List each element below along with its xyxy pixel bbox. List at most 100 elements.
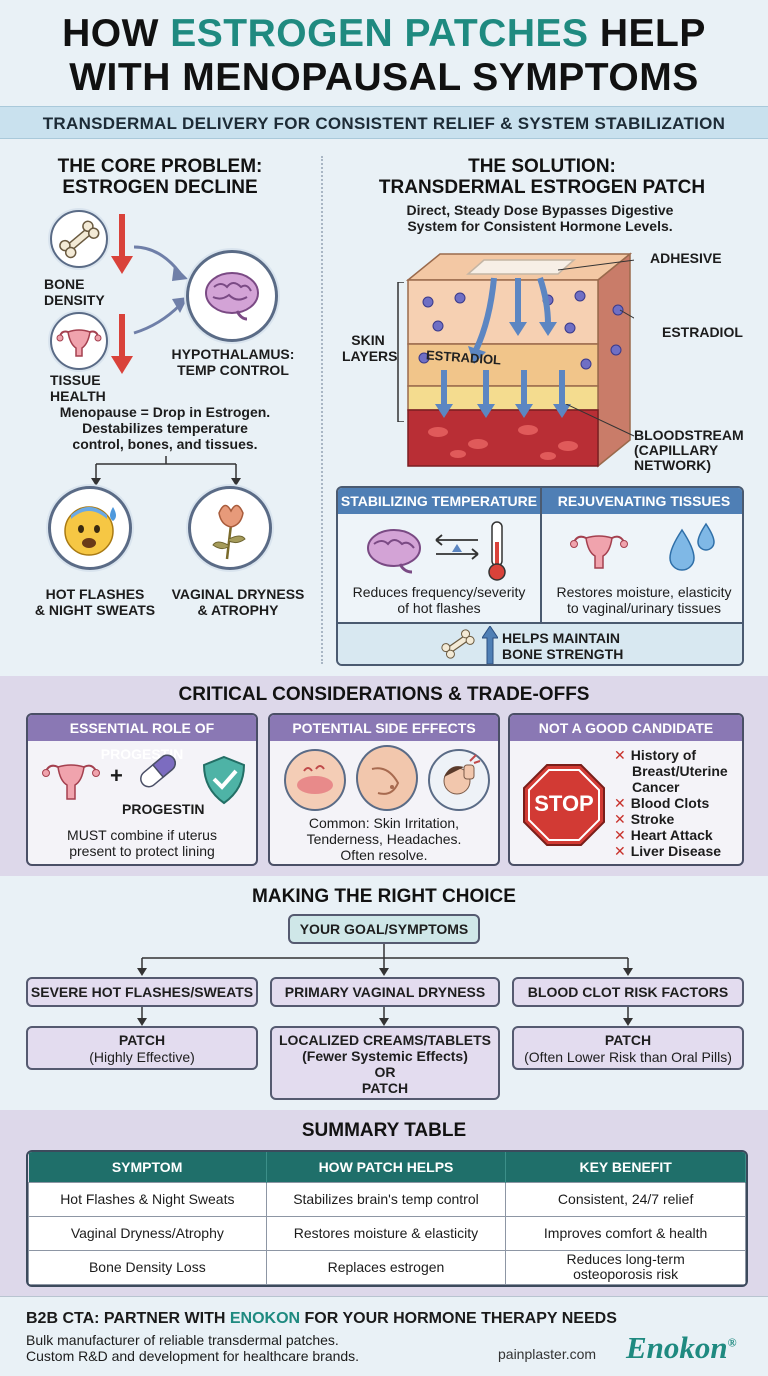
- result-vaginal-dryness: LOCALIZED CREAMS/TABLETS(Fewer Systemic …: [270, 1026, 500, 1100]
- brain-icon: [205, 272, 259, 321]
- table-row: Hot Flashes & Night Sweats Stabilizes br…: [28, 1181, 746, 1217]
- tissue-health-circle: [50, 312, 108, 370]
- side-effects-description: Common: Skin Irritation,Tenderness, Head…: [306, 815, 462, 863]
- list-item: Breast/Uterine: [632, 763, 728, 779]
- stop-sign-icon: [523, 764, 605, 846]
- list-item: ✕Blood Clots: [614, 795, 710, 811]
- benefits-box: STABILIZING TEMPERATURE REJUVENATING TIS…: [336, 486, 744, 666]
- wilted-flower-icon: [212, 504, 246, 560]
- stop-sign-text: STOP: [534, 791, 594, 816]
- subtitle-band: TRANSDERMAL DELIVERY FOR CONSISTENT RELI…: [0, 106, 768, 139]
- footer-divider: [0, 1296, 768, 1297]
- skin-layers-diagram: [405, 252, 634, 468]
- up-arrow-icon: [482, 626, 498, 664]
- column-header: HOW PATCH HELPS: [266, 1152, 507, 1182]
- list-item: ✕Liver Disease: [614, 843, 722, 859]
- table-cell: Restores moisture & elasticity: [265, 1215, 507, 1251]
- column-header: SYMPTOM: [28, 1152, 267, 1182]
- table-header-row: SYMPTOM HOW PATCH HELPS KEY BENEFIT: [28, 1152, 746, 1182]
- column-divider: [321, 156, 323, 664]
- dryness-circle: [188, 486, 272, 570]
- table-cell: Bone Density Loss: [28, 1249, 267, 1285]
- result-hot-flashes: PATCH(Highly Effective): [26, 1026, 258, 1070]
- table-cell: Vaginal Dryness/Atrophy: [28, 1215, 267, 1251]
- connector-arrows: [133, 245, 188, 335]
- hot-flashes-circle: [48, 486, 132, 570]
- column-header: KEY BENEFIT: [505, 1152, 746, 1182]
- option-hot-flashes: SEVERE HOT FLASHES/SWEATS: [26, 977, 258, 1007]
- progestin-header: ESSENTIAL ROLE OF PROGESTIN: [28, 715, 256, 762]
- uterus-icon: [570, 535, 628, 569]
- adhesive-label: ADHESIVE: [650, 250, 722, 266]
- choice-connectors: [137, 944, 633, 1026]
- progestin-panel: ESSENTIAL ROLE OF PROGESTIN + PROGESTIN …: [26, 713, 258, 866]
- problem-heading: THE CORE PROBLEM: ESTROGEN DECLINE: [57, 156, 263, 198]
- hypothalamus-circle: [186, 250, 278, 342]
- brand-logo: Enokon®: [626, 1330, 737, 1365]
- table-row: Bone Density Loss Replaces estrogen Redu…: [28, 1249, 746, 1285]
- footer-site-link[interactable]: painplaster.com: [498, 1346, 597, 1362]
- side-effects-panel: POTENTIAL SIDE EFFECTS Common: Skin Irri…: [268, 713, 500, 866]
- side-effects-header: POTENTIAL SIDE EFFECTS: [270, 715, 498, 741]
- table-cell: Reduces long-term osteoporosis risk: [505, 1249, 746, 1285]
- option-vaginal-dryness: PRIMARY VAGINAL DRYNESS: [270, 977, 500, 1007]
- list-item: ✕Heart Attack: [614, 827, 713, 843]
- blood-leader: [566, 404, 635, 437]
- down-arrow-icon: [111, 314, 133, 374]
- list-item: ✕Stroke: [614, 811, 675, 827]
- shield-check-icon: [202, 755, 246, 805]
- footer-text: Bulk manufacturer of reliable transderma…: [26, 1332, 360, 1364]
- table-cell: Replaces estrogen: [265, 1249, 507, 1285]
- uterus-icon: [56, 329, 102, 357]
- progestin-label: PROGESTIN: [122, 801, 205, 817]
- uterus-icon: [42, 764, 100, 800]
- choice-heading: MAKING THE RIGHT CHOICE: [252, 886, 516, 907]
- branch-connector: [91, 456, 241, 486]
- list-item: Cancer: [632, 779, 680, 795]
- not-candidate-panel: NOT A GOOD CANDIDATE STOP ✕History of Br…: [508, 713, 744, 866]
- estradiol-label: ESTRADIOL: [662, 324, 743, 340]
- benefit-divider: [540, 488, 542, 622]
- summary-table: SYMPTOM HOW PATCH HELPS KEY BENEFIT Hot …: [28, 1152, 746, 1285]
- table-cell: Improves comfort & health: [505, 1215, 746, 1251]
- plus-icon: +: [110, 763, 123, 788]
- list-item: ✕History of: [614, 747, 697, 763]
- down-arrow-icon: [111, 214, 133, 274]
- thermometer-icon: [488, 521, 506, 581]
- summary-heading: SUMMARY TABLE: [301, 1120, 467, 1141]
- footer-cta: B2B CTA: PARTNER WITH ENOKON FOR YOUR HO…: [26, 1310, 617, 1327]
- pill-icon: [140, 754, 176, 788]
- skin-irritation-icon: [284, 749, 346, 811]
- table-cell: Stabilizes brain's temp control: [265, 1181, 507, 1217]
- hot-flashes-label: HOT FLASHES& NIGHT SWEATS: [34, 586, 156, 618]
- table-cell: Hot Flashes & Night Sweats: [28, 1181, 267, 1217]
- summary-table-wrap: SYMPTOM HOW PATCH HELPS KEY BENEFIT Hot …: [26, 1150, 748, 1287]
- dryness-label: VAGINAL DRYNESS& ATROPHY: [171, 586, 305, 618]
- water-drops-icon: [669, 522, 715, 571]
- not-candidate-header: NOT A GOOD CANDIDATE: [510, 715, 742, 741]
- hypothalamus-label: HYPOTHALAMUS:TEMP CONTROL: [171, 346, 295, 378]
- brain-icon: [367, 529, 421, 574]
- bone-icon: [59, 220, 100, 259]
- tissue-header: REJUVENATING TISSUES: [542, 488, 742, 514]
- solution-heading: THE SOLUTION: TRANSDERMAL ESTROGEN PATCH: [378, 156, 706, 198]
- bone-strength-row: [338, 622, 742, 664]
- breast-tenderness-icon: [356, 745, 418, 811]
- not-candidate-list: ✕History of Breast/Uterine Cancer ✕Blood…: [614, 747, 742, 859]
- considerations-heading: CRITICAL CONSIDERATIONS & TRADE-OFFS: [178, 684, 590, 705]
- bone-icon: [441, 629, 475, 659]
- problem-description: Menopause = Drop in Estrogen.Destabilize…: [59, 404, 271, 452]
- balance-arrows-icon: [435, 534, 479, 560]
- headache-icon: [428, 749, 490, 811]
- option-blood-clot: BLOOD CLOT RISK FACTORS: [512, 977, 744, 1007]
- page-title: HOW ESTROGEN PATCHES HELP WITH MENOPAUSA…: [62, 12, 706, 99]
